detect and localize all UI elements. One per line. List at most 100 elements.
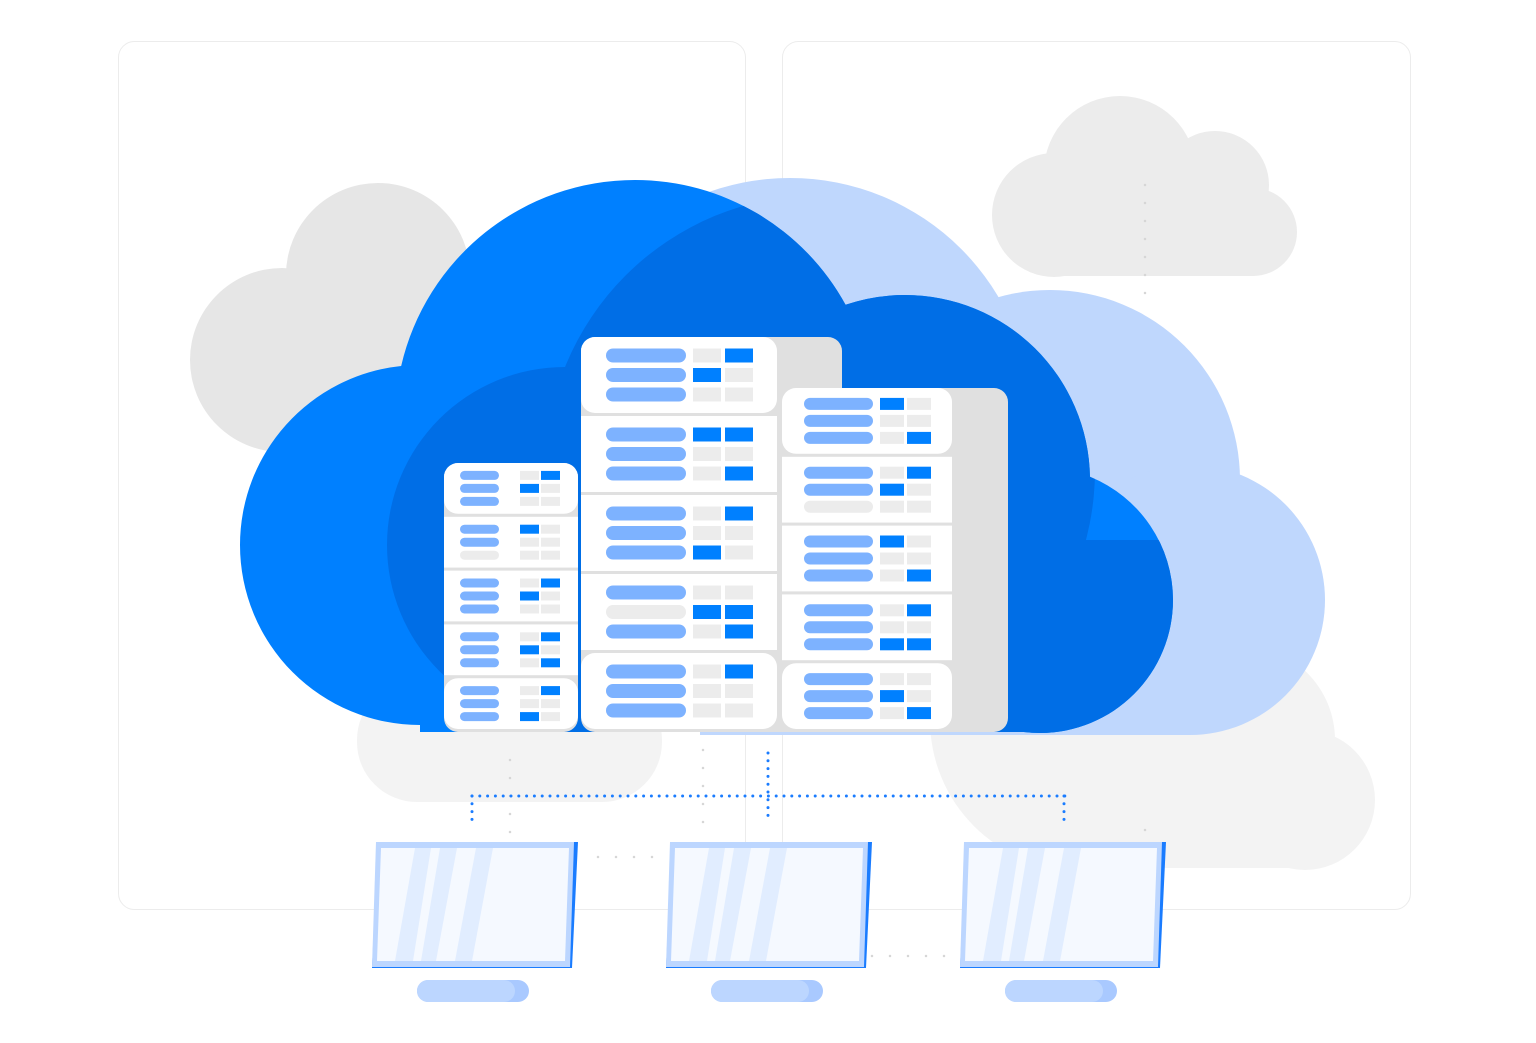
server-status-bar <box>460 578 499 588</box>
server-led-off <box>880 552 904 565</box>
server-status-bar <box>460 712 499 722</box>
server-led-off <box>520 550 539 560</box>
server-status-bar <box>460 496 499 506</box>
server-unit <box>782 456 952 523</box>
server-led-off <box>725 585 753 600</box>
server-unit <box>581 653 777 729</box>
server-unit <box>782 525 952 592</box>
server-led-on <box>725 664 753 679</box>
server-rack-right-rack <box>782 388 1008 732</box>
client-monitors <box>372 842 1166 1002</box>
server-status-bar <box>804 621 873 634</box>
server-led-on <box>725 605 753 619</box>
server-led-on <box>907 431 931 444</box>
server-led-on <box>725 624 753 639</box>
server-led-on <box>907 707 931 720</box>
server-led-on <box>725 427 753 442</box>
server-led-off <box>725 368 753 382</box>
server-status-bar <box>804 483 873 496</box>
server-status-bar <box>606 447 686 461</box>
server-led-off <box>725 526 753 540</box>
server-status-bar <box>606 526 686 540</box>
server-status-bar <box>606 703 686 718</box>
server-led-on <box>907 604 931 617</box>
server-led-off <box>693 466 721 481</box>
monitor-stand-face <box>1005 980 1103 1002</box>
server-status-bar <box>460 632 499 642</box>
server-status-bar <box>804 673 873 686</box>
gray-dotted-guides <box>508 183 1147 958</box>
server-led-on <box>693 368 721 382</box>
server-led-off <box>541 604 560 614</box>
server-status-bar <box>606 545 686 560</box>
server-led-off <box>693 387 721 402</box>
server-status-bar <box>804 431 873 444</box>
server-led-on <box>520 483 539 493</box>
server-led-off <box>880 707 904 720</box>
server-led-on <box>520 591 539 601</box>
server-led-off <box>725 684 753 698</box>
server-status-bar <box>460 604 499 614</box>
server-status-bar <box>460 699 499 709</box>
monitor-right <box>960 842 1166 1002</box>
server-led-off <box>907 483 931 496</box>
server-led-on <box>907 638 931 651</box>
monitor-stand-face <box>711 980 809 1002</box>
server-led-off <box>907 552 931 565</box>
gray-cloud-top-right <box>992 96 1297 277</box>
server-led-off <box>520 537 539 547</box>
server-led-off <box>880 466 904 479</box>
server-led-on <box>907 466 931 479</box>
server-led-on <box>880 483 904 496</box>
server-led-off <box>880 414 904 427</box>
server-unit <box>581 337 777 413</box>
server-led-off <box>725 387 753 402</box>
server-led-off <box>693 348 721 363</box>
server-status-bar <box>804 466 873 479</box>
server-led-on <box>541 578 560 588</box>
server-status-bar <box>804 707 873 720</box>
server-unit <box>444 516 578 568</box>
server-led-off <box>693 703 721 718</box>
screen-glare <box>395 848 431 961</box>
server-led-off <box>880 604 904 617</box>
server-led-off <box>907 500 931 513</box>
server-led-on <box>907 569 931 582</box>
server-led-on <box>880 535 904 548</box>
screen-glare <box>455 848 493 961</box>
server-status-bar <box>606 624 686 639</box>
server-status-bar <box>606 466 686 481</box>
server-led-off <box>725 703 753 718</box>
server-led-on <box>693 545 721 560</box>
server-status-bar <box>460 537 499 547</box>
server-led-on <box>541 658 560 668</box>
server-status-bar <box>804 414 873 427</box>
server-led-off <box>520 470 539 480</box>
server-status-bar <box>804 690 873 703</box>
monitor-left <box>372 842 578 1002</box>
server-led-off <box>880 673 904 686</box>
server-led-off <box>520 658 539 668</box>
server-led-off <box>693 684 721 698</box>
server-led-off <box>880 569 904 582</box>
server-led-off <box>907 673 931 686</box>
server-led-off <box>541 496 560 506</box>
server-status-bar <box>804 535 873 548</box>
server-led-on <box>541 632 560 642</box>
server-led-off <box>880 431 904 444</box>
server-led-off <box>693 664 721 679</box>
screen-glare <box>715 848 751 961</box>
screen-glare <box>689 848 725 961</box>
server-unit <box>444 624 578 676</box>
server-led-off <box>880 621 904 634</box>
server-unit <box>581 574 777 650</box>
server-status-bar <box>804 569 873 582</box>
server-led-off <box>520 699 539 709</box>
server-led-on <box>520 524 539 534</box>
server-unit <box>581 416 777 492</box>
server-status-bar <box>606 427 686 442</box>
server-status-bar <box>460 470 499 480</box>
server-status-bar <box>460 550 499 560</box>
server-unit <box>444 570 578 622</box>
server-led-on <box>693 427 721 442</box>
